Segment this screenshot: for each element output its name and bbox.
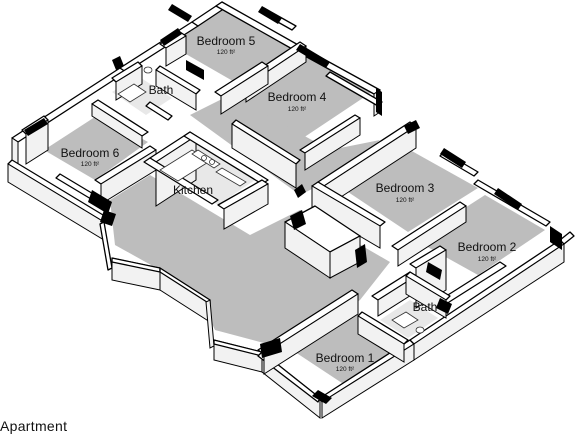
wall-end-segments (24, 4, 562, 404)
bedroom-2-area: 120 ft² (478, 256, 497, 263)
bath-top-label: Bath (149, 83, 174, 97)
bedroom-4-area: 120 ft² (288, 106, 307, 113)
bedroom-5-label: Bedroom 5 (197, 34, 256, 48)
bedroom-3-label: Bedroom 3 (376, 181, 435, 195)
room-labels: Bedroom 5 120 ft² Bedroom 4 120 ft² Bedr… (61, 34, 517, 373)
bathtub-bottom (391, 311, 419, 329)
kitchen-counter-right (215, 167, 247, 187)
bedroom-2-floor (415, 195, 545, 275)
burner-icon (201, 155, 207, 161)
burner-icon (209, 159, 215, 165)
bath-bottom-label: Bath (413, 300, 438, 314)
bedroom-3-area: 120 ft² (396, 197, 415, 204)
bedroom-1-area: 120 ft² (336, 366, 355, 373)
exterior-walls (7, 1, 575, 420)
toilet-icon (143, 66, 153, 74)
bedroom-2-label: Bedroom 2 (458, 240, 517, 254)
bedroom-1-label: Bedroom 1 (316, 351, 375, 365)
hallway-floor (190, 95, 380, 195)
bedroom-4-label: Bedroom 4 (268, 90, 327, 104)
bedroom-5-area: 120 ft² (217, 49, 236, 56)
fixtures (117, 66, 425, 334)
bedroom-6-label: Bedroom 6 (61, 146, 120, 160)
kitchen-label: Kitchen (173, 183, 213, 197)
plan-title: Apartment (0, 418, 68, 434)
living-area-floor (110, 175, 390, 350)
toilet-icon (415, 326, 425, 334)
bedroom-6-area: 120 ft² (81, 161, 100, 168)
bathtub (117, 83, 147, 103)
